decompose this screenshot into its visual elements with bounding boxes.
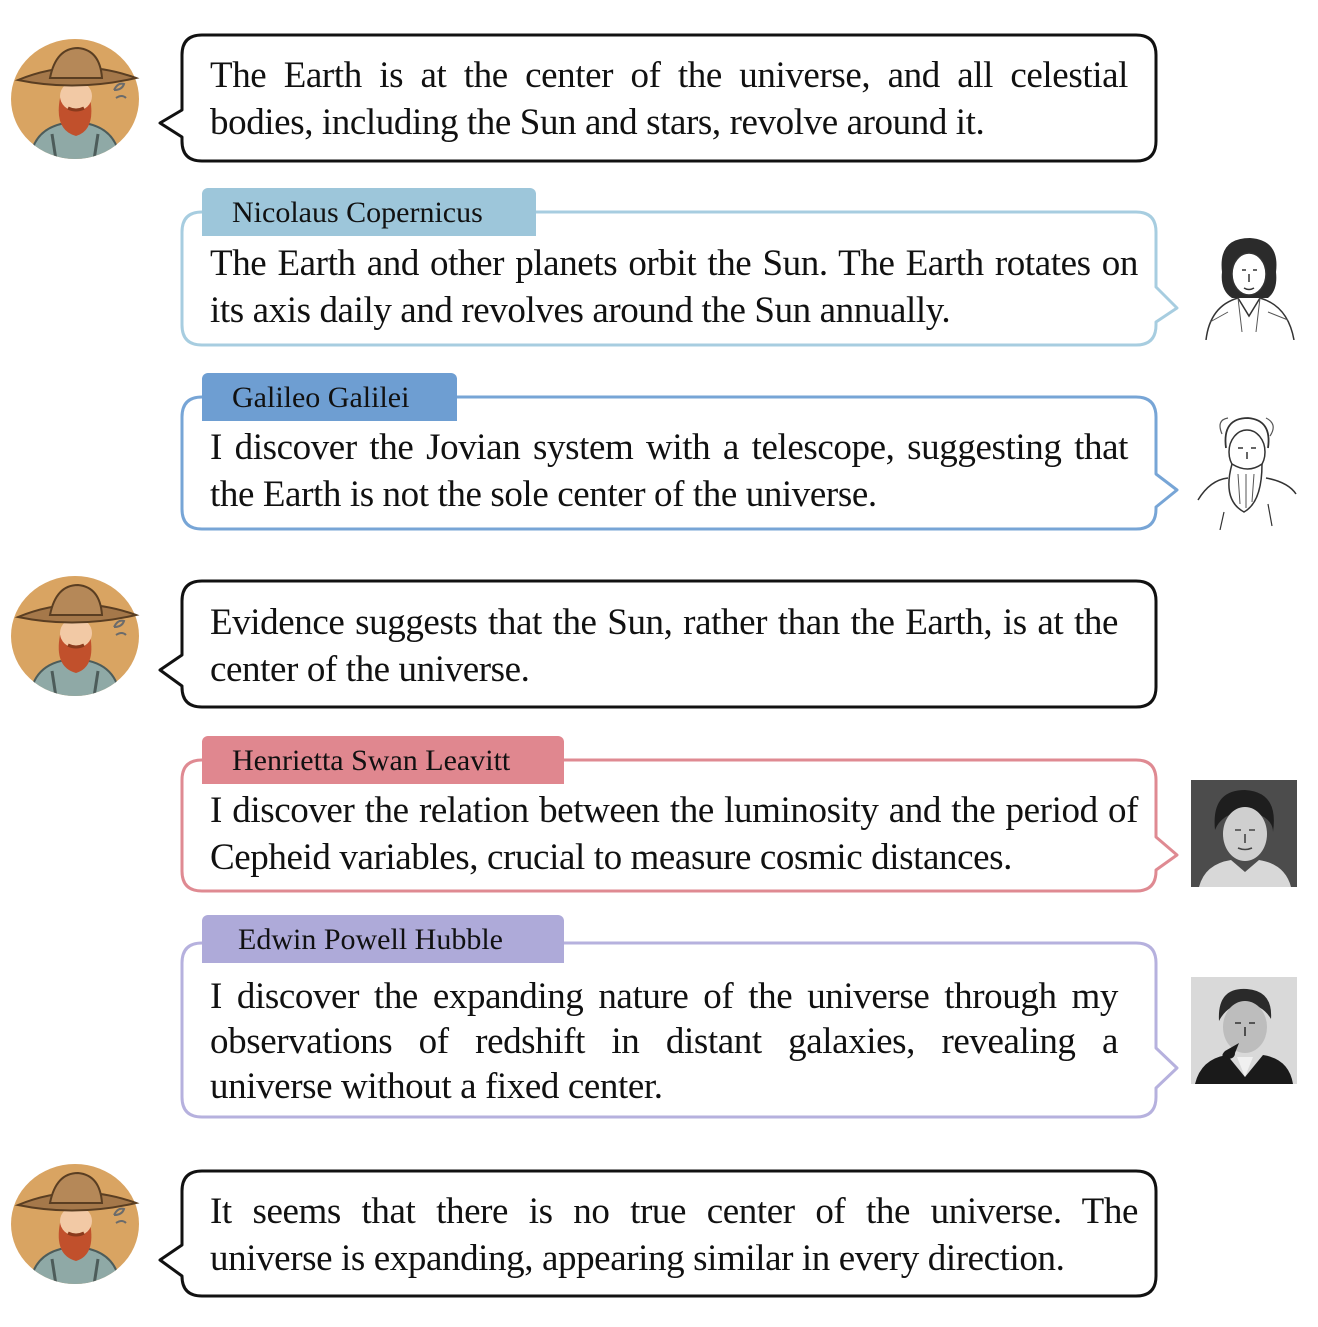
- galileo-message: I discover the Jovian system with a tele…: [210, 427, 1128, 515]
- copernicus-bubble-outline: [180, 210, 1179, 347]
- user-bubble-outline-2: [158, 579, 1158, 709]
- farmer-avatar-icon: [11, 39, 140, 159]
- hubble-message: I discover the expanding nature of the u…: [210, 976, 1118, 1107]
- hubble-portrait-photo: [1191, 977, 1297, 1084]
- hubble-bubble-outline: [180, 941, 1179, 1119]
- copernicus-name-tab: Nicolaus Copernicus: [202, 188, 536, 236]
- leavitt-message: I discover the relation between the lumi…: [210, 790, 1138, 878]
- farmer-avatar-icon: [11, 576, 140, 696]
- copernicus-message: The Earth and other planets orbit the Su…: [210, 243, 1138, 331]
- user-bubble-outline-3: [158, 1169, 1158, 1298]
- hubble-name-tab: Edwin Powell Hubble: [202, 915, 564, 963]
- leavitt-bubble-outline: [180, 758, 1179, 893]
- user-message-2: Evidence suggests that the Sun, rather t…: [210, 602, 1118, 690]
- galileo-bubble-outline: [180, 395, 1179, 531]
- galileo-sketch-icon: [1197, 417, 1297, 530]
- leavitt-portrait-photo: [1191, 780, 1297, 887]
- leavitt-name-tab: Henrietta Swan Leavitt: [202, 736, 564, 784]
- user-bubble-outline-1: [158, 33, 1158, 163]
- user-message-1: The Earth is at the center of the univer…: [210, 55, 1128, 143]
- copernicus-sketch-icon: [1205, 238, 1295, 340]
- galileo-name-tab: Galileo Galilei: [202, 373, 457, 421]
- farmer-avatar-icon: [11, 1164, 140, 1284]
- user-message-3: It seems that there is no true center of…: [210, 1191, 1138, 1279]
